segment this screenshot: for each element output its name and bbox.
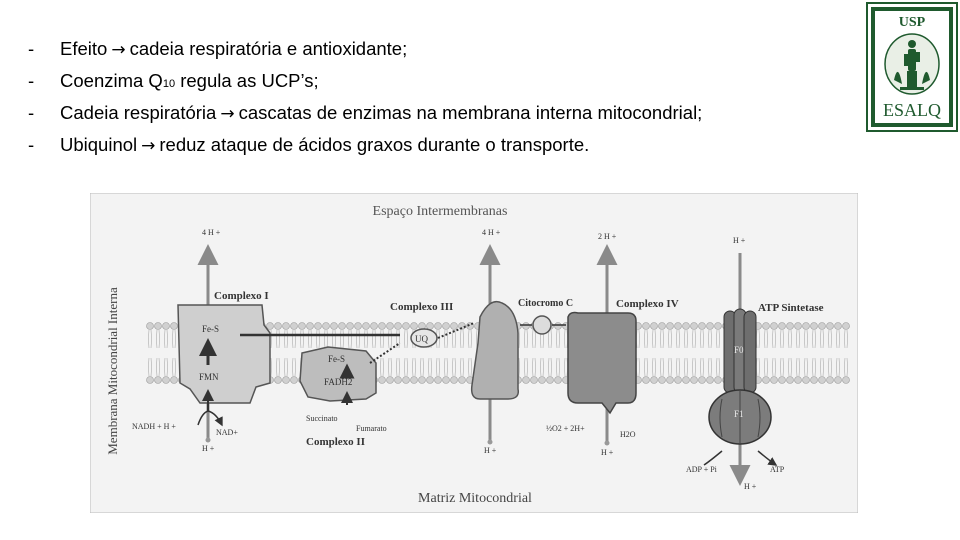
complex-2-shape [299,346,377,402]
fes-1-label: Fe-S [202,324,219,334]
bullet-dash: - [28,38,35,59]
h-bottom-atp-label: H + [744,482,757,491]
bullet-subscript: 10 [162,78,176,90]
h-top-4-label: 2 H + [598,232,617,241]
electron-transport-diagram: Espaço Intermembranas Membrana Mitocondr… [90,193,858,513]
complex-2-label: Complexo II [306,436,365,448]
bullet-item: - Efeito → cadeia respiratória e antioxi… [28,33,702,65]
complex-4-label: Complexo IV [616,298,679,310]
fumarato-label: Fumarato [356,424,387,433]
cytochrome-c-shape [532,315,552,335]
h-bottom-3-label: H + [484,446,497,455]
esalq-logo: USP ESALQ [866,2,958,132]
arrow-icon: → [220,104,235,124]
fmn-label: FMN [199,372,219,382]
statue-icon [894,40,930,90]
nad-label: NAD+ [216,428,238,437]
h-bottom-4-label: H + [601,448,614,457]
bullet-text-before: Coenzima Q [60,70,163,91]
atp-label: ATP [770,465,785,474]
arrow-icon: → [111,40,126,60]
bullet-list: - Efeito → cadeia respiratória e antioxi… [28,33,702,161]
succinato-label: Succinato [306,414,338,423]
atp-synthase-label: ATP Sintetase [758,302,824,314]
adp-label: ADP + Pi [686,465,718,474]
complex-1-label: Complexo I [214,290,269,302]
bullet-text-before: Ubiquinol [60,134,138,155]
arrow-icon: → [141,136,156,156]
o2-label: ½O2 + 2H+ [546,424,585,433]
bullet-dash: - [28,70,35,91]
logo-usp-text: USP [899,15,926,30]
bullet-text-after: reduz ataque de ácidos graxos durante o … [159,134,590,155]
complex-3-shape [470,300,520,400]
bullet-text-after: cadeia respiratória e antioxidante; [129,38,408,59]
matrix-label: Matriz Mitocondrial [418,491,532,506]
fes-2-label: Fe-S [328,354,345,364]
f0-label: F0 [734,345,744,355]
intermembrane-label: Espaço Intermembranas [373,204,508,219]
complex-1-shape [177,304,271,404]
atp-synthase-shape [708,308,772,445]
bullet-item: - Cadeia respiratória → cascatas de enzi… [28,97,702,129]
complex-3-label: Complexo III [390,301,453,313]
nadh-label: NADH + H + [132,422,176,431]
uq-label: UQ [415,334,428,344]
bullet-item: - Ubiquinol → reduz ataque de ácidos gra… [28,129,702,161]
bullet-text-after: cascatas de enzimas na membrana interna … [238,102,703,123]
membrane-side-label: Membrana Mitocondrial Interna [105,287,120,455]
h-top-1-label: 4 H + [202,228,221,237]
bullet-dash: - [28,134,35,155]
h-top-atp-label: H + [733,236,746,245]
bullet-text-after: regula as UCP’s; [175,70,319,91]
f1-label: F1 [734,409,744,419]
bullet-text-before: Cadeia respiratória [60,102,217,123]
h-top-3-label: 4 H + [482,228,501,237]
logo-esalq-text: ESALQ [883,100,941,120]
cytochrome-c-label: Citocromo C [518,298,573,309]
bullet-dash: - [28,102,35,123]
complex-4-shape [567,311,637,415]
ubiquinone-shape [410,328,438,348]
bullet-text-before: Efeito [60,38,108,59]
h-bottom-1-label: H + [202,444,215,453]
h2o-label: H2O [620,430,636,439]
fadh2-label: FADH2 [324,377,352,387]
